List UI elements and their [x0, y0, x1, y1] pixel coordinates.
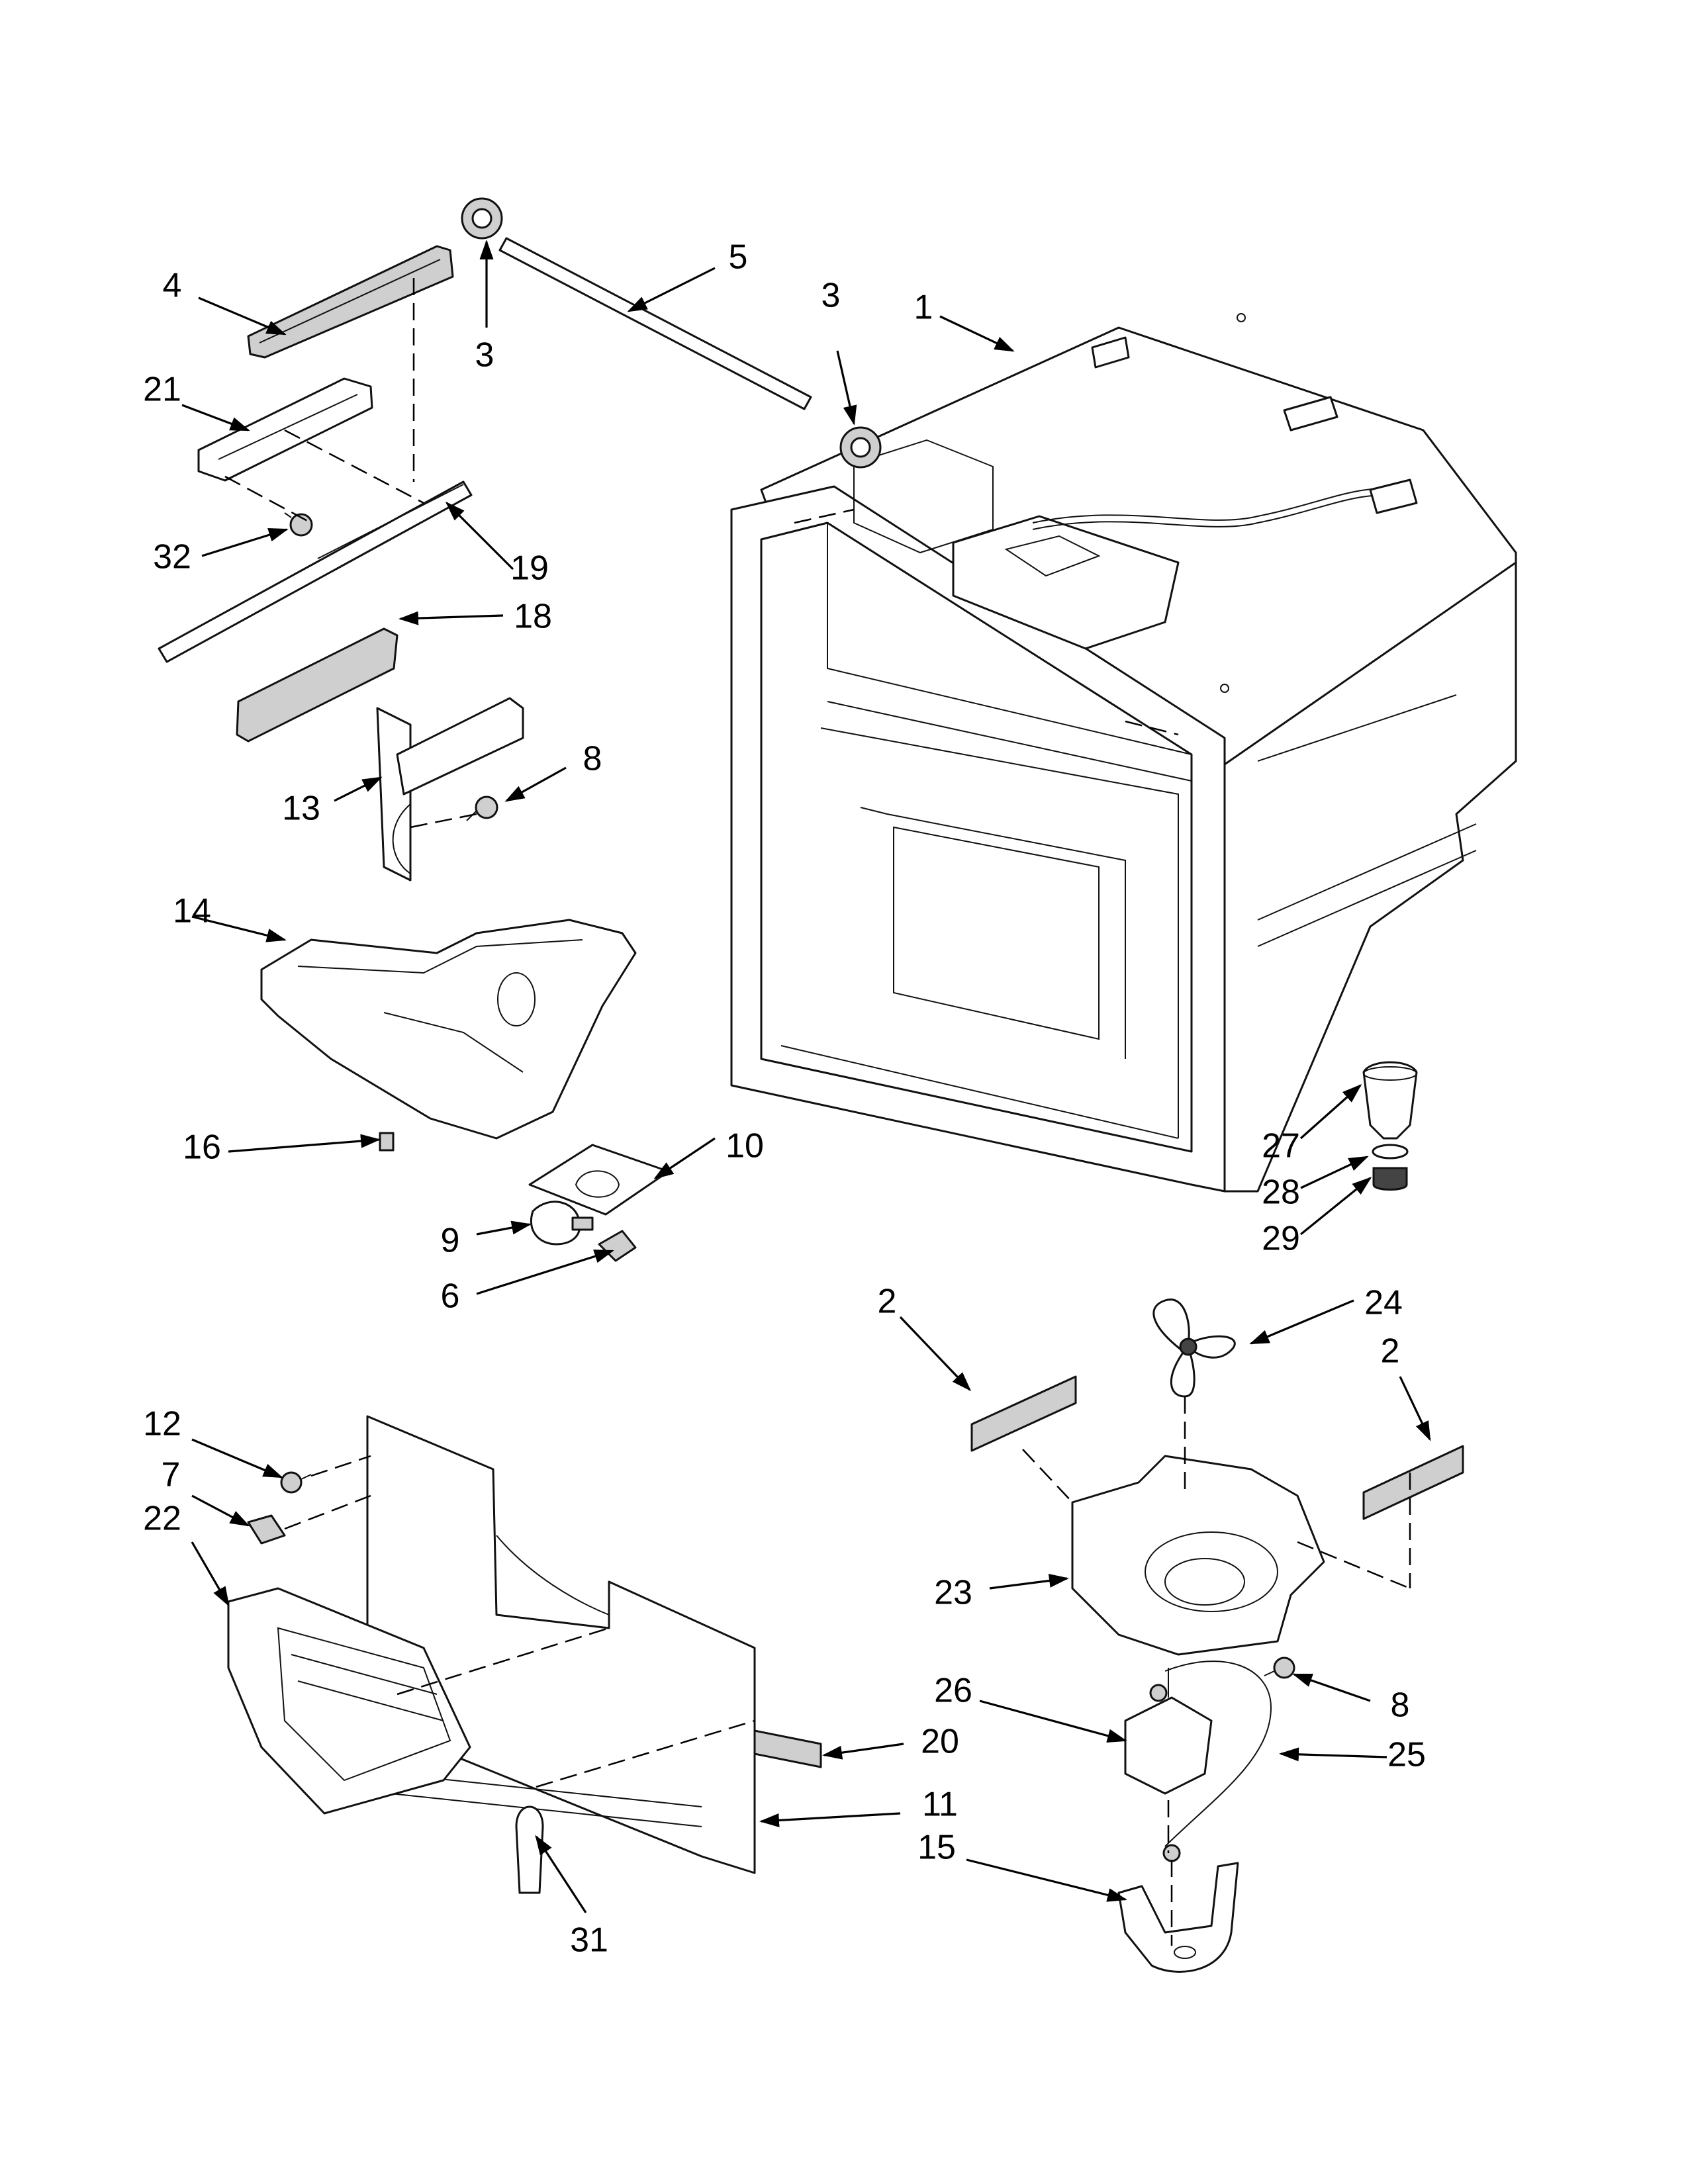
drain-plug[interactable]: [1372, 1167, 1408, 1191]
light-bulb[interactable]: [530, 1201, 594, 1246]
o-ring[interactable]: [1372, 1144, 1409, 1160]
callout-19: 19: [510, 549, 549, 588]
callout-6: 6: [441, 1277, 460, 1316]
gear-right[interactable]: [839, 426, 882, 469]
callout-29: 29: [1262, 1220, 1300, 1258]
callout-5: 5: [729, 238, 748, 277]
callout-13: 13: [282, 790, 320, 828]
thermostat-knob[interactable]: [247, 1514, 286, 1545]
callout-25: 25: [1387, 1736, 1426, 1774]
foam-block-right[interactable]: [1362, 1445, 1464, 1520]
drawer-slide-long[interactable]: [158, 480, 473, 663]
callout-27: 27: [1262, 1127, 1300, 1165]
callout-3a: 3: [475, 336, 494, 375]
drawer-slide-lower[interactable]: [236, 627, 399, 743]
callout-26: 26: [934, 1672, 972, 1710]
callout-11: 11: [922, 1786, 958, 1824]
callout-23: 23: [934, 1574, 972, 1612]
callout-24: 24: [1364, 1284, 1403, 1322]
fan-blade[interactable]: [1152, 1298, 1236, 1398]
callout-2b: 2: [1381, 1332, 1400, 1371]
motor-bracket[interactable]: [1117, 1844, 1239, 1973]
callout-22: 22: [143, 1500, 181, 1538]
drive-shaft[interactable]: [498, 237, 812, 410]
vent-grille[interactable]: [227, 1587, 471, 1815]
clip-housing[interactable]: [379, 1132, 395, 1152]
seal-strip[interactable]: [753, 1729, 822, 1768]
drain-cup[interactable]: [1362, 1061, 1418, 1140]
callout-18: 18: [514, 598, 552, 636]
motor-wiring[interactable]: [1164, 1661, 1272, 1847]
gear-top[interactable]: [461, 197, 503, 240]
callout-12: 12: [143, 1405, 181, 1443]
callout-14: 14: [173, 892, 211, 931]
callout-20: 20: [921, 1723, 959, 1761]
callout-9: 9: [441, 1222, 460, 1260]
callout-4: 4: [163, 267, 182, 305]
leader-lines: [181, 240, 1431, 1913]
callout-2a: 2: [878, 1283, 897, 1321]
freezer-liner[interactable]: [730, 313, 1517, 1193]
callout-15: 15: [917, 1829, 956, 1867]
callout-7: 7: [162, 1456, 181, 1494]
callout-1: 1: [914, 289, 933, 327]
fan-shroud[interactable]: [1071, 1455, 1325, 1656]
callout-8b: 8: [1391, 1686, 1410, 1725]
callout-31: 31: [570, 1921, 608, 1960]
air-duct-housing[interactable]: [260, 919, 637, 1140]
drawer-slide-rail[interactable]: [247, 245, 454, 359]
drawer-slide-bracket[interactable]: [197, 377, 373, 482]
callout-labels: 1 2 2 3 3 4 5 6 7 8 8 9 10 11 12 13 14 1…: [143, 238, 1426, 1960]
rear-cover-panel[interactable]: [366, 1415, 756, 1874]
screw-shroud[interactable]: [1264, 1657, 1295, 1679]
foam-block-left[interactable]: [970, 1375, 1077, 1452]
light-socket[interactable]: [598, 1230, 637, 1262]
callout-32: 32: [153, 538, 191, 576]
screw-thermostat[interactable]: [280, 1471, 312, 1494]
fan-motor[interactable]: [1124, 1668, 1213, 1795]
callout-21: 21: [143, 371, 181, 409]
callout-8a: 8: [583, 740, 602, 778]
callout-16: 16: [183, 1128, 221, 1167]
thermistor-clip[interactable]: [515, 1805, 544, 1894]
callout-28: 28: [1262, 1173, 1300, 1212]
callout-3b: 3: [821, 277, 841, 315]
screw-bracket[interactable]: [466, 796, 498, 821]
damper-bracket[interactable]: [376, 697, 524, 882]
callout-10: 10: [726, 1127, 764, 1165]
